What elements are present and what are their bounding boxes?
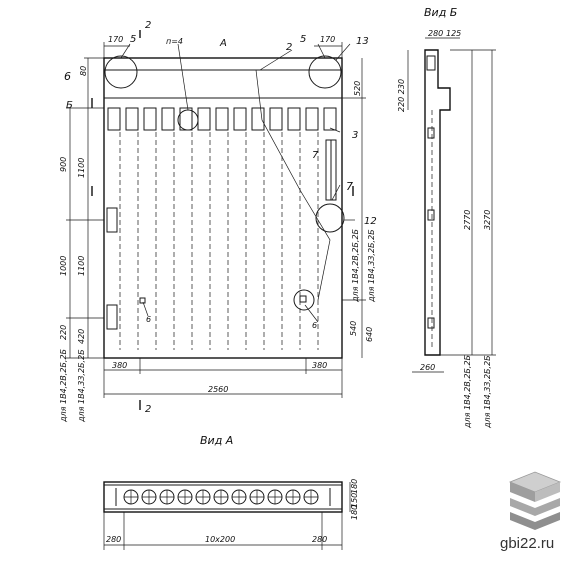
dim-left-1000: 1000	[59, 256, 68, 276]
window-row	[107, 107, 337, 131]
detail-circle-7	[315, 203, 345, 233]
view-b-title: Вид Б	[424, 6, 457, 19]
dim-plan-180: 180	[350, 479, 359, 494]
section-mark-2-top: 2	[145, 20, 151, 31]
plan-view: Вид А 180 150 180 280 10х200	[103, 434, 359, 550]
dim-plan-middle: 10х200	[205, 535, 235, 544]
callout-2: 2	[286, 42, 292, 53]
callout-13: 13	[356, 36, 369, 47]
dim-bottom-2560: 2560	[208, 385, 228, 394]
detail-circle-5-left	[104, 55, 138, 89]
view-arrow-a: А	[219, 38, 227, 49]
callout-6-left: 6	[64, 70, 71, 83]
dim-side-280: 280	[428, 29, 443, 38]
website-label: gbi22.ru	[500, 535, 554, 552]
section-mark-b: Б	[66, 100, 73, 111]
callout-12: 12	[364, 216, 377, 227]
dim-plan-280-left: 280	[106, 535, 121, 544]
detail-circle-6	[293, 289, 315, 311]
dim-side-125: 125	[446, 29, 461, 38]
callout-7-a: 7	[312, 150, 319, 161]
dim-right-640: 640	[365, 327, 374, 342]
note-side-2: для 1В4,3З,2Б,2Б	[483, 355, 492, 429]
dim-left-1100b: 1100	[77, 256, 86, 276]
callout-n4: п=4	[166, 37, 183, 46]
dim-side-2770: 2770	[463, 210, 472, 230]
note-left-2: для 1В4,3З,2Б,2Б	[77, 349, 86, 423]
dim-left-1100: 1100	[77, 158, 86, 178]
callout-7-b: 7	[346, 180, 353, 193]
front-view: 170 170 2 2 Б А п=4 5 5 13 2 6 3 7 7 12 …	[59, 20, 377, 423]
note-side-1: для 1В4,2В,2Б,2Б	[463, 354, 472, 429]
side-view: Вид Б 280 125 220 230 2770 3270 260 для …	[397, 6, 496, 429]
dim-left-80: 80	[79, 66, 88, 76]
site-logo	[508, 471, 562, 530]
panel-outline	[103, 57, 343, 359]
dim-plan-280-right: 280	[312, 535, 327, 544]
dim-top-170-left: 170	[108, 35, 123, 44]
plan-holes	[123, 489, 319, 505]
dim-top-170-right: 170	[320, 35, 335, 44]
section-mark-2-bottom: 2	[145, 404, 151, 415]
dim-side-220-230: 220 230	[397, 79, 406, 112]
note-right-1: для 1В4,2В,2Б,2Б	[351, 228, 360, 303]
dim-plan-180b: 180	[350, 505, 359, 520]
dim-side-260: 260	[420, 363, 435, 372]
dim-side-3270: 3270	[483, 210, 492, 230]
note-right-2: для 1В4,3З,2Б,2Б	[367, 229, 376, 303]
dim-left-420: 420	[77, 329, 86, 344]
note-left-1: для 1В4,2В,2Б,2Б	[59, 348, 68, 423]
dim-right-540: 540	[349, 321, 358, 336]
dim-left-220: 220	[59, 325, 68, 340]
view-a-title: Вид А	[200, 434, 233, 447]
dim-plan-150: 150	[350, 493, 359, 508]
detail-circle-4	[177, 109, 199, 131]
callout-5-right: 5	[300, 34, 306, 45]
callout-6-mid: 6	[146, 315, 151, 324]
callout-6-right: 6	[312, 321, 317, 330]
dim-bottom-380-right: 380	[312, 361, 327, 370]
callout-5-left: 5	[130, 34, 136, 45]
callout-3: 3	[352, 130, 358, 141]
dim-bottom-380-left: 380	[112, 361, 127, 370]
dashed-ribs	[119, 132, 319, 350]
dim-left-900: 900	[59, 157, 68, 172]
dim-right-520: 520	[353, 81, 362, 96]
detail-circle-5-right	[308, 55, 342, 89]
